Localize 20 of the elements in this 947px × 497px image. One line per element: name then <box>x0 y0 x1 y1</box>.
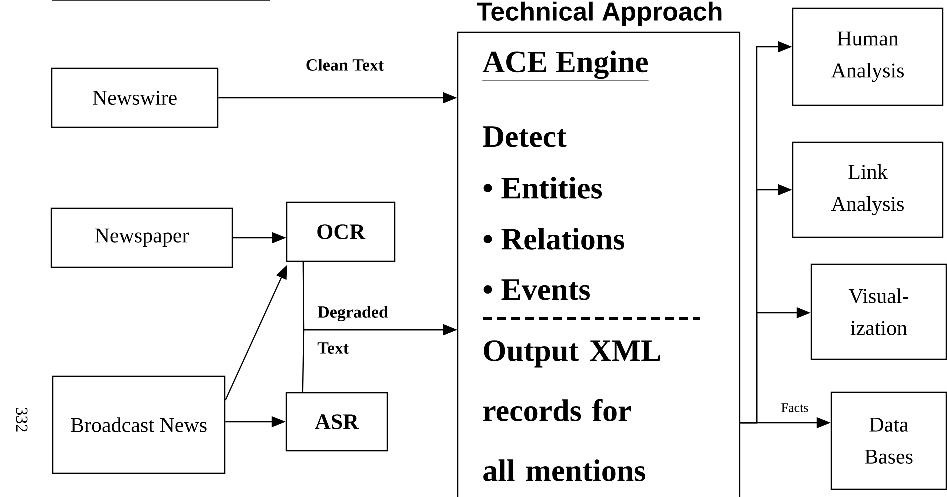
output-box: Data Bases <box>830 392 947 490</box>
source-box: Broadcast News <box>52 376 226 474</box>
output-box: Human Analysis <box>792 8 944 106</box>
title: Technical Approach <box>477 2 722 26</box>
list-item: • Relations <box>484 228 624 250</box>
output-text: Output XML records for all mentions <box>483 340 660 482</box>
process-box: OCR <box>286 202 396 262</box>
list-item: • Events <box>484 280 590 300</box>
engine-heading: ACE Engine <box>482 50 650 81</box>
edge-label: Degraded Text <box>318 306 388 354</box>
list-item: • Entities <box>484 177 602 199</box>
source-box: Newspaper <box>50 208 234 268</box>
list-heading: Detect <box>483 126 567 148</box>
page-number: 332 <box>16 408 28 432</box>
output-box: Link Analysis <box>792 142 944 238</box>
edge-label: Facts <box>782 404 808 412</box>
process-box: ASR <box>286 392 388 452</box>
output-box: Visual- ization <box>810 264 947 360</box>
edge-label: Clean Text <box>306 59 384 71</box>
source-box: Newswire <box>51 68 219 128</box>
